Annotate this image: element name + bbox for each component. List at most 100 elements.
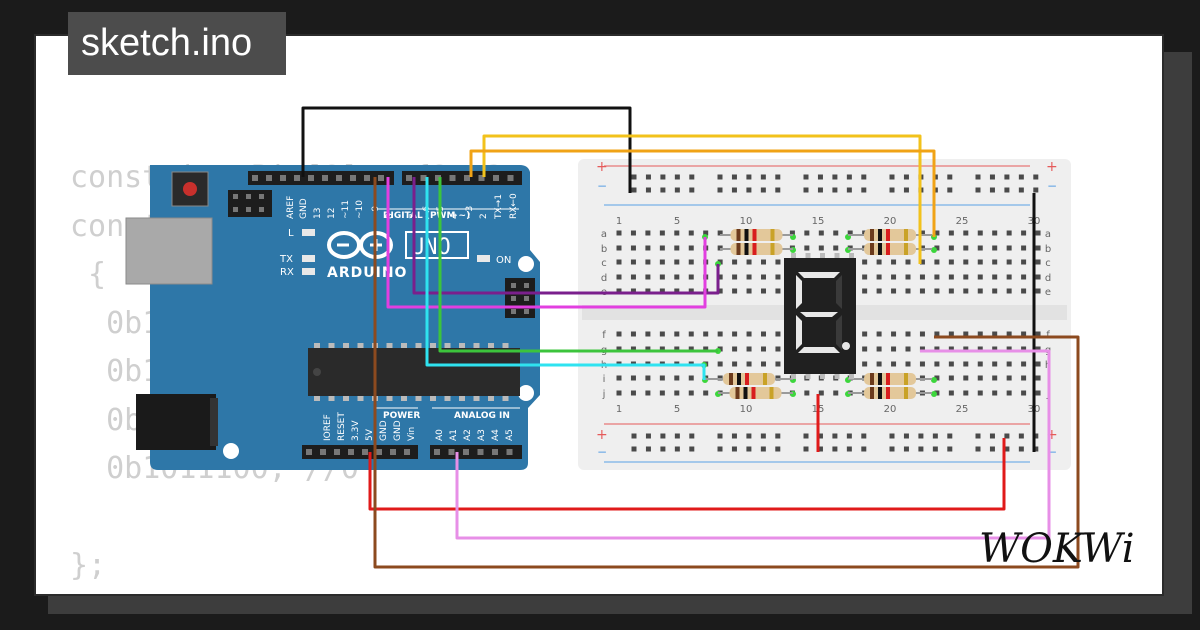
- breadboard-hole: [934, 288, 940, 294]
- breadboard-hole: [1021, 390, 1027, 396]
- breadboard-hole: [1021, 375, 1027, 381]
- chip-leg: [444, 343, 451, 348]
- digital-header-right: [402, 171, 522, 185]
- rail-hole: [846, 433, 852, 439]
- chip-leg: [488, 396, 494, 401]
- bottom-pin-label: GND: [379, 420, 389, 441]
- rail-hole: [731, 187, 737, 193]
- breadboard-hole: [659, 274, 665, 280]
- resistor-band: [904, 373, 908, 385]
- display-pin: [791, 374, 796, 379]
- breadboard-hole: [977, 288, 983, 294]
- bottom-pin-label: RESET: [337, 412, 347, 441]
- breadboard-hole: [919, 274, 925, 280]
- breadboard-hole: [659, 375, 665, 381]
- column-number: 10: [740, 216, 753, 227]
- header-pin: [493, 175, 499, 181]
- breadboard-hole: [977, 361, 983, 367]
- header-pin: [362, 449, 368, 455]
- display-pin: [820, 253, 825, 258]
- header-pin: [390, 449, 396, 455]
- breadboard-hole: [1021, 331, 1027, 337]
- header-pin: [478, 175, 485, 181]
- breadboard-hole: [876, 331, 882, 337]
- top-pin-label: 13: [313, 208, 323, 219]
- rail-hole: [861, 174, 867, 180]
- top-pin-label: GND: [299, 198, 309, 219]
- breadboard-hole: [818, 390, 824, 396]
- rail-hole: [760, 446, 766, 452]
- resistor-band: [729, 373, 733, 385]
- top-pin-label: 4: [450, 213, 460, 219]
- resistor-band: [752, 243, 757, 255]
- rail-hole: [803, 174, 809, 180]
- breadboard-hole: [963, 346, 969, 352]
- resistor: [718, 387, 793, 399]
- segment-d: [798, 347, 840, 353]
- breadboard-hole: [919, 259, 925, 265]
- breadboard-hole: [905, 346, 911, 352]
- led-rx-label: RX: [280, 267, 294, 278]
- breadboard-hole: [804, 245, 810, 251]
- wire-5v-red: [368, 438, 1006, 511]
- breadboard-hole: [732, 331, 738, 337]
- rail-hole: [918, 446, 924, 452]
- rail-hole: [660, 433, 666, 439]
- column-number: 1: [616, 216, 622, 227]
- rail-hole: [760, 433, 766, 439]
- breadboard-hole: [616, 274, 622, 280]
- breadboard-hole: [934, 361, 940, 367]
- chip-leg: [328, 343, 335, 348]
- breadboard-hole: [891, 331, 897, 337]
- header-pin: [420, 175, 427, 181]
- bottom-pin-label: A0: [435, 429, 445, 441]
- connected-hole: [931, 247, 937, 253]
- chip-leg: [488, 343, 494, 348]
- breadboard-hole: [616, 230, 622, 236]
- breadboard-hole: [948, 259, 954, 265]
- breadboard-hole: [948, 274, 954, 280]
- rail-hole: [631, 174, 637, 180]
- breadboard-hole: [1035, 274, 1041, 280]
- power-jack: [136, 394, 216, 450]
- breadboard-hole: [1035, 245, 1041, 251]
- breadboard-hole: [977, 390, 983, 396]
- rail-hole: [861, 433, 867, 439]
- breadboard-hole: [630, 375, 636, 381]
- resistor-band: [770, 229, 775, 241]
- breadboard-hole: [992, 230, 998, 236]
- breadboard-hole: [804, 230, 810, 236]
- breadboard-hole: [1006, 230, 1012, 236]
- display-pin: [805, 253, 811, 258]
- rail-hole: [817, 433, 823, 439]
- breadboard-hole: [977, 259, 983, 265]
- breadboard-hole: [732, 361, 738, 367]
- file-tab[interactable]: sketch.ino: [68, 12, 286, 75]
- resistor: [720, 229, 793, 241]
- breadboard-hole: [688, 274, 694, 280]
- breadboard-hole: [876, 288, 882, 294]
- rail-hole: [1033, 174, 1039, 180]
- rail-hole: [889, 446, 895, 452]
- breadboard-hole: [703, 230, 709, 236]
- breadboard-hole: [630, 245, 636, 251]
- breadboard-hole: [977, 274, 983, 280]
- bottom-pin-label: 5V: [365, 428, 375, 441]
- chip-leg: [343, 396, 349, 401]
- breadboard-hole: [862, 259, 868, 265]
- breadboard-hole: [891, 346, 897, 352]
- breadboard-hole: [862, 331, 868, 337]
- breadboard-hole: [847, 230, 853, 236]
- header-pin: [348, 449, 354, 455]
- breadboard-hole: [1006, 274, 1012, 280]
- rail-plus-label: +: [1046, 427, 1058, 443]
- breadboard-hole: [732, 346, 738, 352]
- breadboard-hole: [876, 259, 882, 265]
- wires: [301, 106, 1080, 569]
- header-pin: [477, 449, 484, 455]
- breadboard-hole: [616, 331, 622, 337]
- rail-hole: [731, 174, 737, 180]
- rail-hole: [746, 174, 752, 180]
- rail-hole: [717, 174, 723, 180]
- display-pin: [791, 253, 796, 258]
